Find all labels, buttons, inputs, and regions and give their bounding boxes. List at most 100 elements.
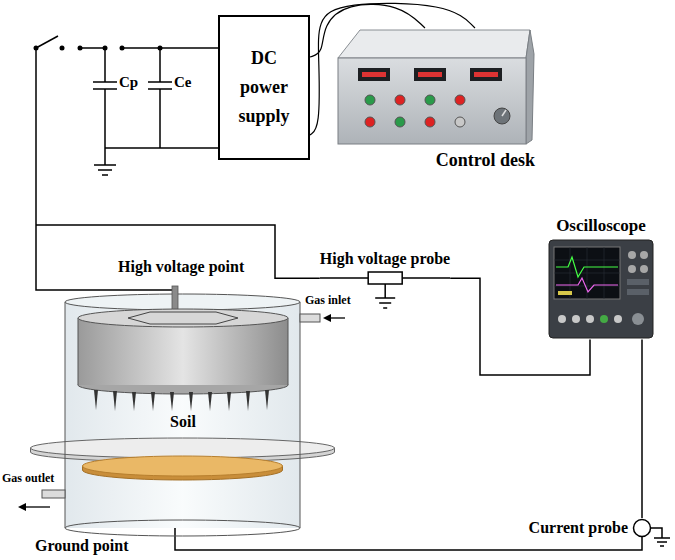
- oscilloscope-device: [628, 265, 636, 273]
- switch-contact: [158, 46, 163, 51]
- oscilloscope-device: [640, 265, 648, 273]
- switch-contact: [34, 46, 163, 51]
- switch-blade: [36, 36, 58, 48]
- switch-contact: [103, 46, 108, 51]
- probe-label: High voltage probe: [320, 249, 450, 268]
- flow-arrow: [329, 317, 345, 318]
- oscilloscope-device: [614, 315, 622, 323]
- control-desk-device: [338, 58, 526, 144]
- control-desk-device: [365, 95, 375, 105]
- flow-arrow: [25, 506, 50, 507]
- signal-wire: [641, 339, 643, 518]
- flow-arrow: [323, 314, 331, 322]
- needle-electrode: [113, 391, 117, 411]
- terminal-label: Ground point: [35, 537, 129, 555]
- capacitor-symbol: [148, 48, 172, 148]
- gas-inlet-pipe: [300, 314, 320, 322]
- control-desk-device: [395, 117, 405, 127]
- component-label: Cp: [119, 74, 138, 91]
- power-supply-box: DC power supply: [218, 15, 310, 160]
- port-label: Gas outlet: [2, 472, 54, 486]
- control-desk-device: [425, 117, 435, 127]
- device-label: Oscilloscope: [545, 216, 657, 239]
- circuit-wire: [80, 47, 105, 49]
- oscilloscope-device: [632, 313, 644, 325]
- oscilloscope-device: [554, 247, 620, 299]
- current-probe: Current probe: [529, 518, 652, 538]
- control-desk: Control desk: [330, 28, 535, 172]
- plasma-reactor: [18, 286, 345, 536]
- ground-symbol: [651, 528, 670, 546]
- oscilloscope-device: [556, 257, 618, 277]
- control-desk-device: [474, 72, 498, 77]
- glass-cylinder: [65, 302, 300, 528]
- electrode-drum: [78, 318, 288, 385]
- probe-label: Current probe: [529, 518, 628, 537]
- control-desk-device: [526, 30, 534, 144]
- control-desk-device: [358, 68, 390, 81]
- needle-electrode: [189, 392, 193, 411]
- circuit-wire: [105, 147, 218, 149]
- glass-cylinder: [65, 302, 300, 528]
- current-probe-ring: [634, 520, 651, 537]
- control-desk-device: [455, 95, 465, 105]
- ground-symbol: [94, 148, 116, 175]
- current-probe-ring: [632, 518, 652, 538]
- switch-contact: [120, 46, 125, 51]
- oscilloscope-device: [640, 251, 648, 259]
- circuit-wire: [122, 47, 218, 49]
- electrode-drum: [78, 309, 288, 327]
- oscilloscope-device: [600, 315, 608, 323]
- dynamic-wires: [36, 225, 320, 278]
- oscilloscope-device: [549, 240, 653, 338]
- needle-electrode: [151, 392, 155, 411]
- control-desk-device: [395, 95, 405, 105]
- port-label: Gas inlet: [305, 294, 351, 308]
- oscilloscope-device: [627, 279, 649, 285]
- glass-cylinder: [65, 294, 300, 310]
- control-desk-device: [414, 68, 446, 81]
- control-desk-device: [365, 117, 375, 127]
- flow-arrow: [18, 503, 26, 511]
- component-label: Ce: [174, 74, 192, 91]
- electrode-drum: [78, 318, 288, 385]
- needle-electrode: [132, 392, 136, 411]
- oscilloscope-device: [548, 239, 654, 339]
- soil-sample: [83, 456, 283, 476]
- oscilloscope-device: [554, 247, 620, 299]
- oscilloscope-device: [558, 315, 566, 323]
- needle-electrode: [94, 390, 98, 410]
- gas-outlet-pipe: [42, 490, 65, 498]
- switch-contact: [60, 46, 65, 51]
- switch-contact: [34, 46, 39, 51]
- electrode-frame: [128, 312, 238, 324]
- control-desk-device: [470, 68, 502, 81]
- control-desk-device: [455, 117, 465, 127]
- oscilloscope-device: [556, 278, 618, 292]
- oscilloscope-device: [628, 251, 636, 259]
- control-desk-device: [418, 72, 442, 77]
- oscilloscope-device: [558, 291, 572, 295]
- oscilloscope-device: [572, 315, 580, 323]
- control-desk-device: [425, 95, 435, 105]
- device-label: Control desk: [330, 146, 535, 172]
- control-desk-device: [338, 30, 530, 58]
- oscilloscope-device: [586, 315, 594, 323]
- resistor-symbol: [368, 272, 402, 284]
- capacitor-symbol: [93, 48, 117, 148]
- box-label: DC power supply: [225, 44, 303, 130]
- needle-electrode: [208, 392, 212, 411]
- switch-contact: [78, 46, 83, 51]
- oscilloscope-device: [627, 289, 649, 295]
- needle-electrode: [227, 392, 231, 411]
- probe-wire: [36, 225, 320, 278]
- sample-label: Soil: [170, 413, 196, 431]
- needle-electrode: [170, 392, 174, 411]
- control-desk-device: [330, 28, 535, 146]
- glass-cylinder: [65, 520, 300, 536]
- circuit-wire: [36, 36, 670, 550]
- needle-electrode: [94, 390, 269, 411]
- flange: [31, 438, 335, 458]
- control-desk-device: [362, 72, 386, 77]
